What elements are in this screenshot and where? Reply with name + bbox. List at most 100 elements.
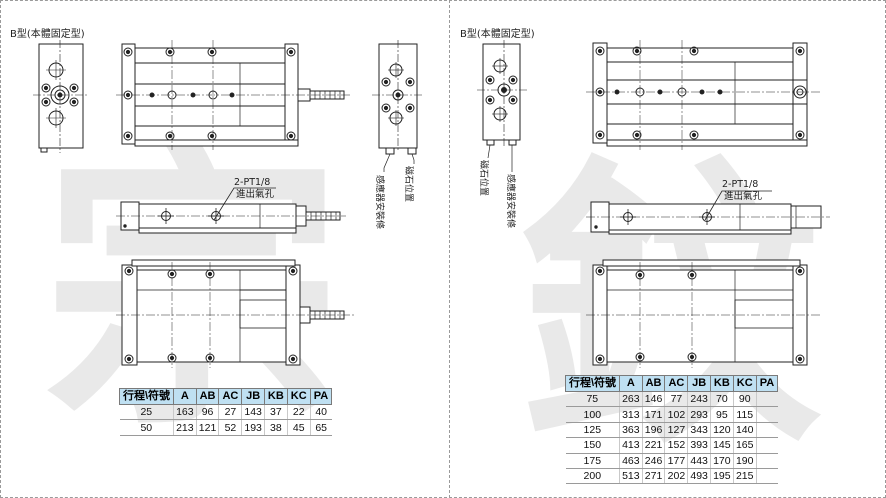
table-cell (756, 391, 778, 408)
table-row: 100 313 171 102 293 95 115 (565, 406, 778, 423)
table-cell: 213 (173, 419, 197, 436)
table-cell: 170 (710, 453, 734, 469)
table-cell: 413 (619, 437, 643, 454)
table-cell: 165 (733, 437, 757, 454)
left-end-view (33, 40, 89, 153)
table-cell (756, 437, 778, 454)
table-cell: 45 (287, 419, 311, 436)
table-cell: 150 (565, 437, 621, 454)
table-cell: 215 (733, 468, 757, 485)
table-cell: 343 (687, 422, 711, 439)
right-top-view (586, 40, 822, 150)
table-cell (756, 453, 778, 469)
left-sensor-label: 感應器安裝條 (374, 175, 386, 229)
table-cell: 293 (687, 406, 711, 423)
right-magnet-label: 磁石位置 (478, 160, 490, 196)
table-header-cell: KB (263, 388, 288, 405)
table-cell: 243 (687, 391, 711, 408)
table-cell: 145 (710, 437, 734, 454)
table-header-cell: A (173, 388, 197, 405)
left-rod-end-view (372, 40, 424, 172)
table-cell: 125 (565, 422, 621, 439)
table-header-cell: AC (218, 388, 243, 405)
table-cell: 75 (565, 391, 621, 408)
left-top-view (116, 40, 352, 150)
table-cell: 22 (287, 404, 311, 421)
table-cell: 493 (687, 468, 711, 485)
table-row: 50 213 121 52 193 38 45 65 (119, 419, 332, 436)
table-cell: 196 (642, 422, 666, 439)
table-cell: 52 (218, 419, 243, 436)
table-cell: 263 (619, 391, 643, 408)
panel-divider (449, 0, 450, 498)
table-cell: 121 (196, 419, 220, 436)
table-cell: 115 (733, 406, 757, 423)
table-header-cell: KC (286, 388, 311, 405)
table-cell: 393 (687, 437, 711, 454)
table-cell: 120 (710, 422, 734, 439)
table-cell: 70 (710, 391, 734, 408)
table-cell: 96 (196, 404, 220, 421)
left-port-desc: 進出氣孔 (236, 188, 275, 200)
table-row: 125 363 196 127 343 120 140 (565, 422, 778, 439)
left-magnet-label: 磁石位置 (403, 166, 415, 202)
table-cell: 193 (241, 419, 265, 436)
table-cell: 38 (264, 419, 288, 436)
table-header-row: 行程\符號 A AB AC JB KB KC PA (118, 388, 333, 405)
right-port-label: 2-PT1/8 (722, 179, 758, 190)
table-cell: 95 (710, 406, 734, 423)
right-port-desc: 進出氣孔 (724, 190, 763, 202)
table-cell (756, 468, 778, 485)
table-row: 175 463 246 177 443 170 190 (565, 453, 778, 469)
table-cell: 171 (642, 406, 666, 423)
right-spec-table: 行程\符號 A AB AC JB KB KC PA 75 263 146 77 … (564, 375, 779, 485)
table-cell: 40 (310, 404, 332, 421)
right-side-view (586, 190, 830, 235)
table-header-cell: KB (709, 375, 734, 392)
left-side-view (116, 187, 346, 234)
table-cell: 25 (119, 404, 175, 421)
table-cell: 202 (664, 468, 689, 485)
left-section-title: B型(本體固定型) (10, 29, 85, 40)
left-bottom-view (116, 259, 356, 368)
table-cell: 363 (619, 422, 643, 439)
table-cell: 195 (710, 468, 734, 485)
table-header-cell: PA (309, 388, 333, 405)
table-cell: 200 (565, 468, 621, 485)
table-row: 75 263 146 77 243 70 90 (565, 391, 778, 408)
table-cell: 313 (619, 406, 643, 423)
table-cell: 175 (565, 453, 621, 469)
table-cell: 443 (687, 453, 711, 469)
table-cell: 163 (173, 404, 197, 421)
table-header-cell: PA (755, 375, 779, 392)
table-row: 25 163 96 27 143 37 22 40 (119, 404, 332, 421)
left-spec-table: 行程\符號 A AB AC JB KB KC PA 25 163 96 27 1… (118, 388, 333, 436)
table-cell: 100 (565, 406, 621, 423)
table-header-cell: 行程\符號 (118, 388, 175, 405)
table-cell: 27 (218, 404, 243, 421)
table-cell: 221 (642, 437, 666, 454)
table-row: 150 413 221 152 393 145 165 (565, 437, 778, 454)
table-header-cell: AB (641, 375, 666, 392)
table-cell: 127 (664, 422, 689, 439)
table-cell (756, 422, 778, 439)
table-header-cell: AB (195, 388, 220, 405)
table-cell: 143 (241, 404, 265, 421)
table-cell (756, 406, 778, 423)
table-cell: 513 (619, 468, 643, 485)
table-row: 200 513 271 202 493 195 215 (565, 468, 778, 485)
table-header-cell: KC (732, 375, 757, 392)
table-header-cell: 行程\符號 (564, 375, 621, 392)
table-cell: 102 (664, 406, 689, 423)
right-bottom-view (586, 259, 822, 368)
table-cell: 190 (733, 453, 757, 469)
right-section-title: B型(本體固定型) (460, 29, 535, 40)
table-header-cell: A (619, 375, 643, 392)
table-header-cell: JB (241, 388, 265, 405)
table-cell: 177 (664, 453, 689, 469)
right-sensor-label: 感應器安裝條 (505, 174, 517, 228)
table-header-row: 行程\符號 A AB AC JB KB KC PA (564, 375, 779, 392)
table-cell: 140 (733, 422, 757, 439)
table-cell: 463 (619, 453, 643, 469)
table-cell: 65 (310, 419, 332, 436)
